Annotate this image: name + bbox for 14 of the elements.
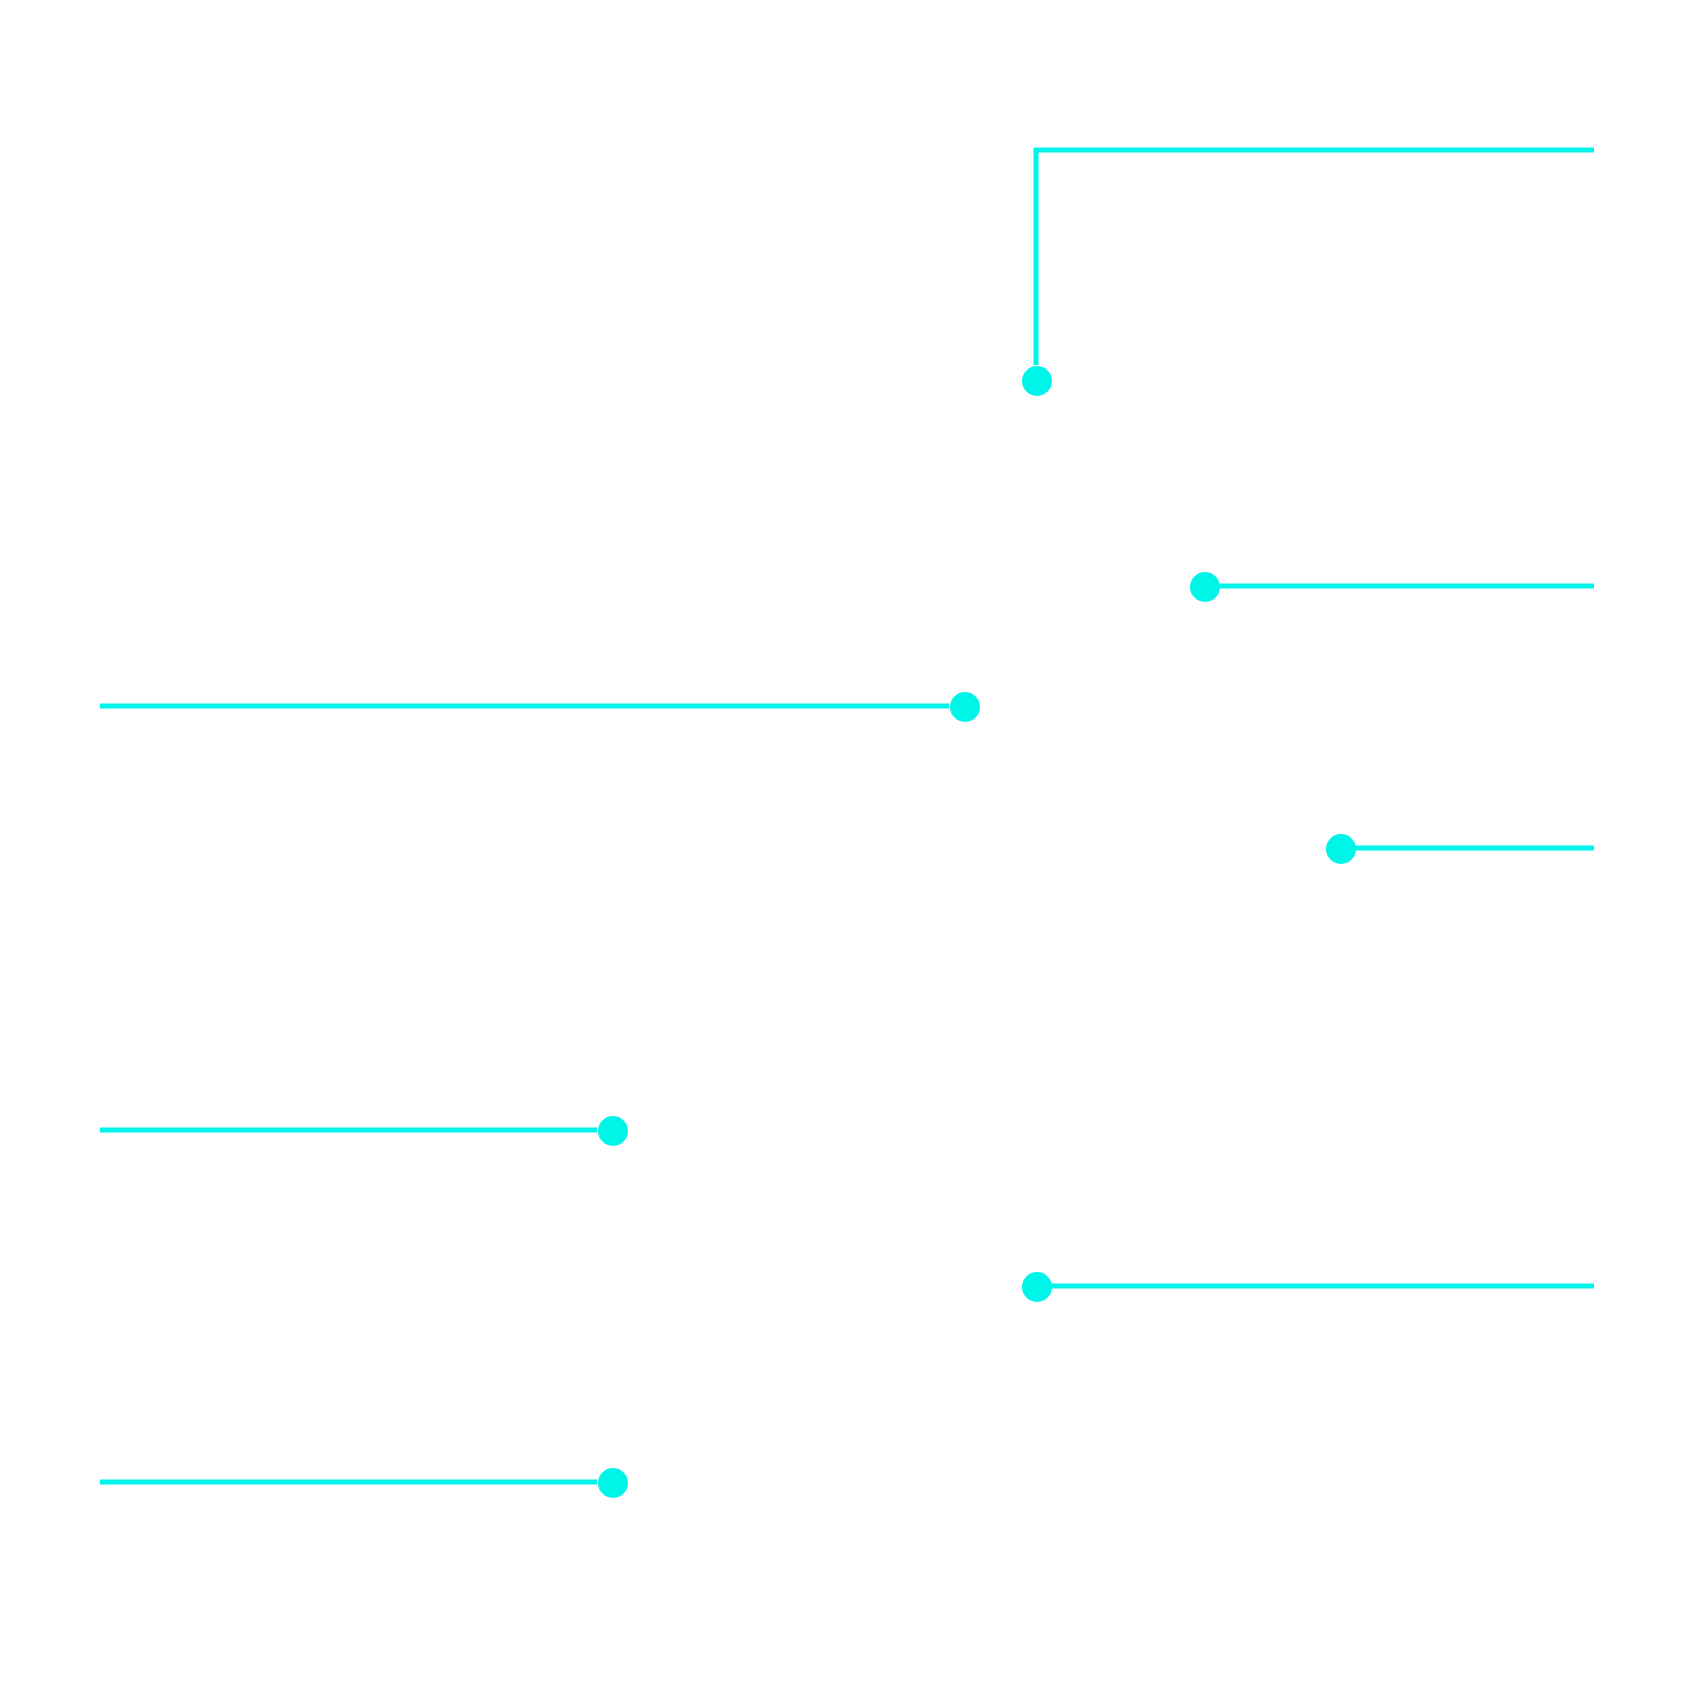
leader-line: [100, 1127, 597, 1133]
leader-dot: [1021, 1271, 1051, 1301]
leader-line: [100, 1479, 597, 1485]
leader-dot: [597, 1115, 627, 1145]
leader-dot: [1189, 571, 1219, 601]
leader-dot: [949, 691, 979, 721]
leader-line: [1051, 1283, 1594, 1289]
leader-line: [1355, 845, 1594, 851]
leader-dot: [1325, 833, 1355, 863]
leader-line: [1033, 147, 1594, 365]
leader-dot: [1021, 365, 1051, 395]
leader-line: [100, 703, 949, 709]
leader-line: [1219, 583, 1594, 589]
leader-dot: [597, 1467, 627, 1497]
